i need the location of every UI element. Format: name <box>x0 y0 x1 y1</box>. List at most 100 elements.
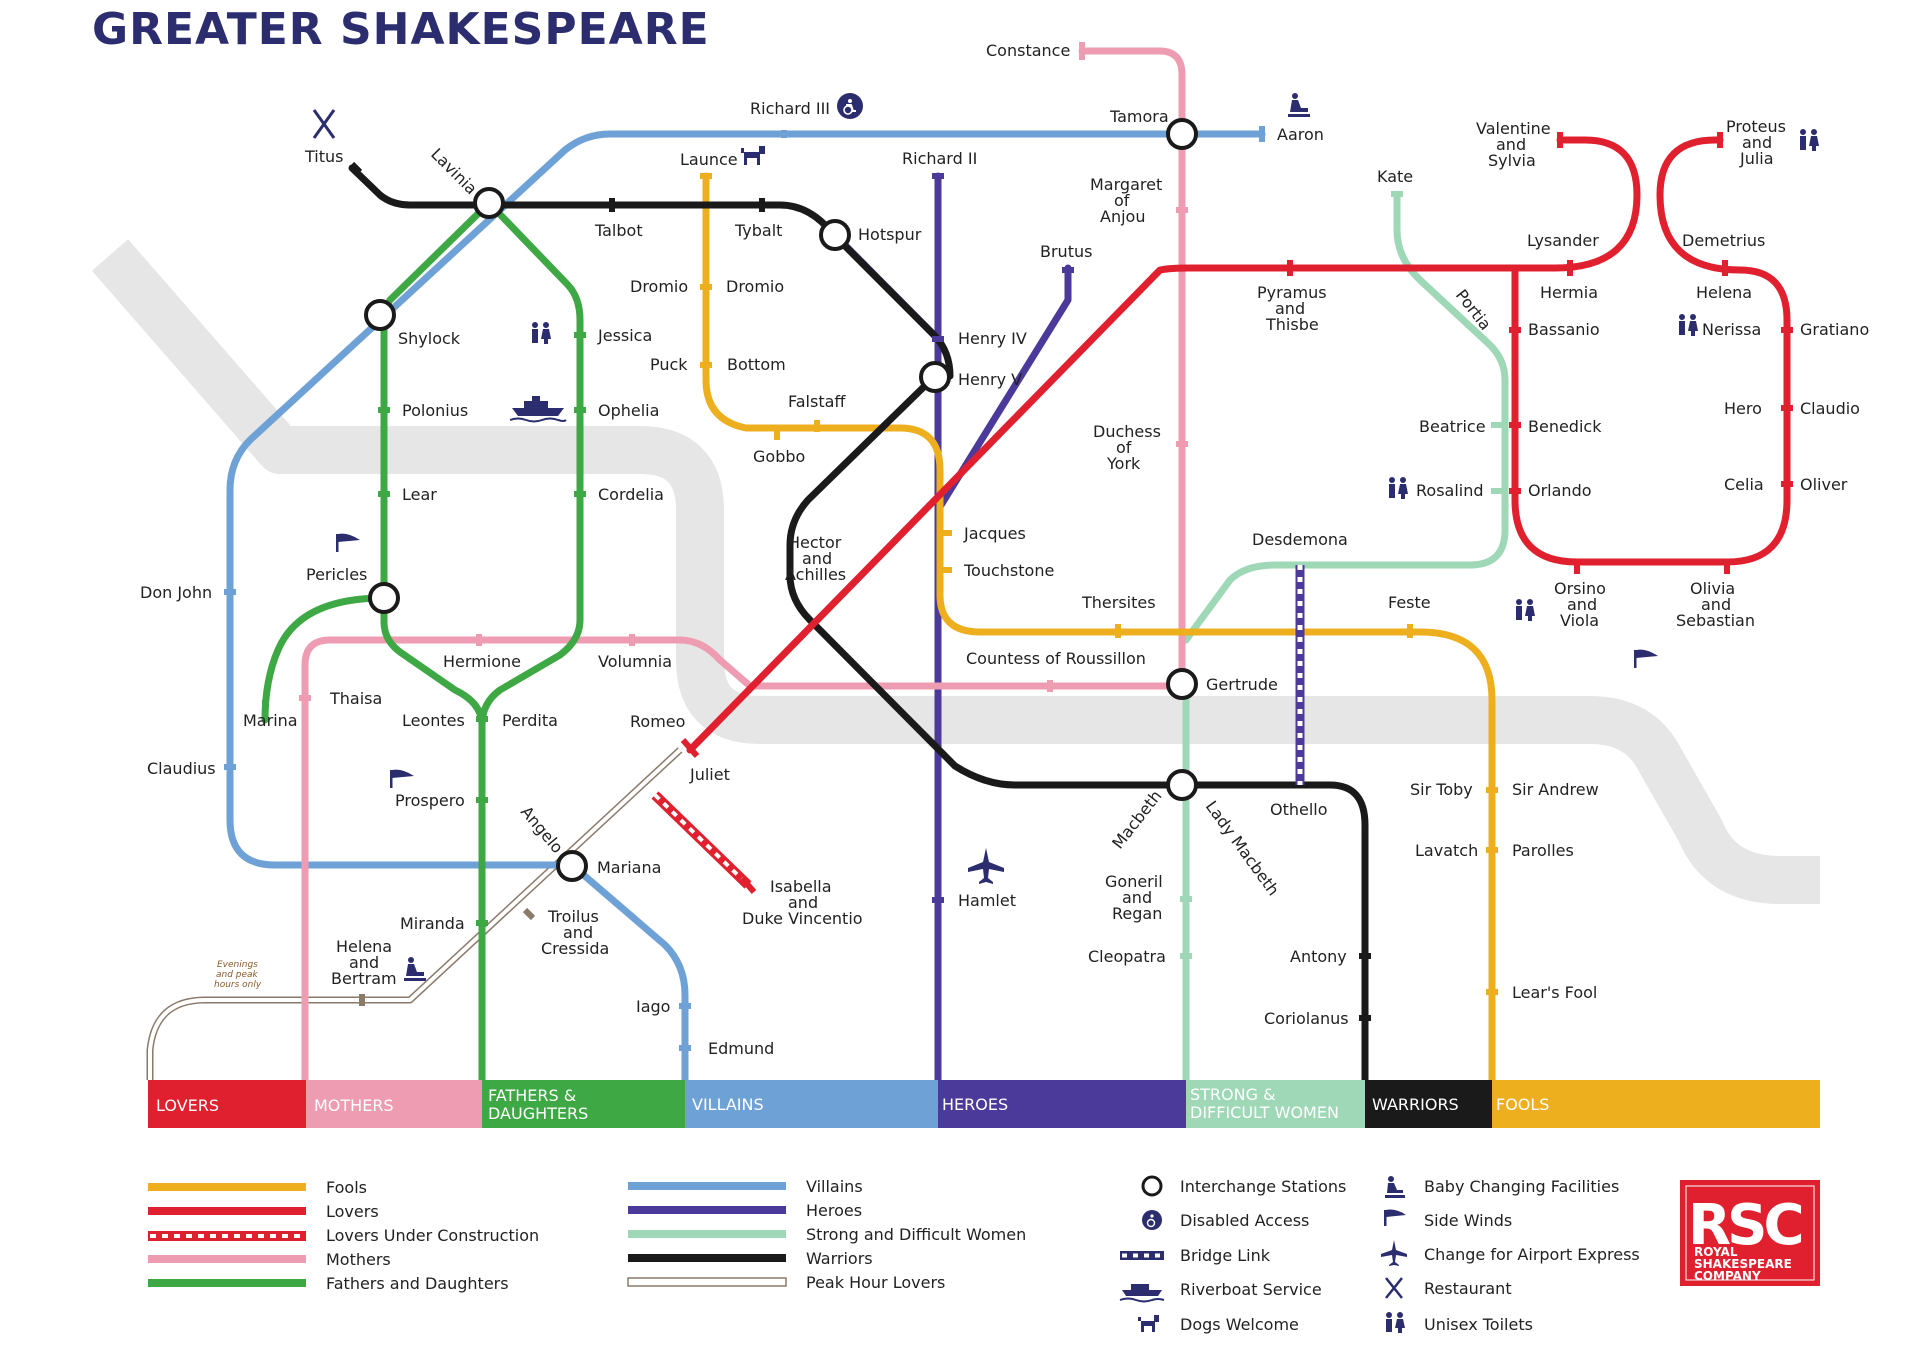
station-desdemona[interactable]: Desdemona <box>1252 530 1348 549</box>
station-nerissa[interactable]: Nerissa <box>1702 320 1761 339</box>
interchange-hotspur[interactable] <box>819 219 851 251</box>
station-leontes[interactable]: Leontes <box>402 711 465 730</box>
station-demetrius[interactable]: Demetrius <box>1682 231 1765 250</box>
station-touchstone[interactable]: Touchstone <box>963 561 1054 580</box>
station-henry-iv[interactable]: Henry IV <box>958 329 1027 348</box>
station-lysander[interactable]: Lysander <box>1527 231 1599 250</box>
station-richard-iii[interactable]: Richard III <box>750 99 830 118</box>
station-don-john[interactable]: Don John <box>140 583 212 602</box>
station-pyramus-1[interactable]: Pyramus <box>1257 283 1327 302</box>
station-antony[interactable]: Antony <box>1290 947 1347 966</box>
station-celia[interactable]: Celia <box>1724 475 1764 494</box>
station-lavinia[interactable]: Lavinia <box>427 144 481 198</box>
station-gratiano[interactable]: Gratiano <box>1800 320 1869 339</box>
station-isabella-3[interactable]: Duke Vincentio <box>742 909 863 928</box>
station-edmund[interactable]: Edmund <box>708 1039 774 1058</box>
station-lear[interactable]: Lear <box>402 485 437 504</box>
station-troilus-2[interactable]: and <box>563 923 593 942</box>
station-margaret-3[interactable]: Anjou <box>1100 207 1145 226</box>
station-rosalind[interactable]: Rosalind <box>1416 481 1484 500</box>
station-duchess-2[interactable]: of <box>1116 438 1132 457</box>
station-hermia[interactable]: Hermia <box>1540 283 1598 302</box>
station-goneril-3[interactable]: Regan <box>1112 904 1162 923</box>
station-henry-v[interactable]: Henry V <box>958 370 1022 389</box>
station-sir-toby[interactable]: Sir Toby <box>1410 780 1473 799</box>
station-bassanio[interactable]: Bassanio <box>1528 320 1600 339</box>
station-olivia-3[interactable]: Sebastian <box>1676 611 1755 630</box>
station-proteus-3[interactable]: Julia <box>1739 149 1774 168</box>
station-iago[interactable]: Iago <box>636 997 670 1016</box>
station-launce[interactable]: Launce <box>680 150 738 169</box>
station-helena[interactable]: Helena <box>1696 283 1752 302</box>
station-tamora[interactable]: Tamora <box>1109 107 1169 126</box>
station-bottom[interactable]: Bottom <box>727 355 786 374</box>
station-goneril-2[interactable]: and <box>1122 888 1152 907</box>
station-titus[interactable]: Titus <box>304 147 343 166</box>
station-orsino-2[interactable]: and <box>1567 595 1597 614</box>
station-hotspur[interactable]: Hotspur <box>858 225 922 244</box>
station-margaret-2[interactable]: of <box>1114 191 1130 210</box>
station-orlando[interactable]: Orlando <box>1528 481 1592 500</box>
station-pyramus-2[interactable]: and <box>1275 299 1305 318</box>
station-cleopatra[interactable]: Cleopatra <box>1088 947 1166 966</box>
station-tybalt[interactable]: Tybalt <box>734 221 782 240</box>
interchange-shylock[interactable] <box>364 299 396 331</box>
station-claudio[interactable]: Claudio <box>1800 399 1860 418</box>
interchange-lavinia[interactable] <box>473 187 505 219</box>
station-puck[interactable]: Puck <box>650 355 688 374</box>
station-claudius[interactable]: Claudius <box>147 759 216 778</box>
station-dromio-1[interactable]: Dromio <box>630 277 688 296</box>
station-macbeth[interactable]: Macbeth <box>1108 787 1165 853</box>
station-dromio-2[interactable]: Dromio <box>726 277 784 296</box>
station-helena-bertram-1[interactable]: Helena <box>336 937 392 956</box>
station-talbot[interactable]: Talbot <box>594 221 643 240</box>
station-hamlet[interactable]: Hamlet <box>958 891 1016 910</box>
station-isabella-2[interactable]: and <box>788 893 818 912</box>
station-olivia-2[interactable]: and <box>1701 595 1731 614</box>
station-polonius[interactable]: Polonius <box>402 401 468 420</box>
station-hermione[interactable]: Hermione <box>443 652 521 671</box>
station-helena-bertram-3[interactable]: Bertram <box>331 969 397 988</box>
station-hero[interactable]: Hero <box>1724 399 1762 418</box>
station-valentine-1[interactable]: Valentine <box>1476 119 1551 138</box>
station-isabella-1[interactable]: Isabella <box>770 877 832 896</box>
station-olivia-1[interactable]: Olivia <box>1690 579 1735 598</box>
station-ophelia[interactable]: Ophelia <box>598 401 659 420</box>
station-benedick[interactable]: Benedick <box>1528 417 1602 436</box>
station-pericles[interactable]: Pericles <box>306 565 367 584</box>
station-gertrude[interactable]: Gertrude <box>1206 675 1278 694</box>
station-hector-3[interactable]: Achilles <box>785 565 846 584</box>
station-miranda[interactable]: Miranda <box>400 914 465 933</box>
station-orsino-3[interactable]: Viola <box>1560 611 1599 630</box>
station-cordelia[interactable]: Cordelia <box>598 485 664 504</box>
station-volumnia[interactable]: Volumnia <box>598 652 672 671</box>
station-othello[interactable]: Othello <box>1270 800 1328 819</box>
station-perdita[interactable]: Perdita <box>502 711 558 730</box>
station-hector-2[interactable]: and <box>802 549 832 568</box>
station-troilus-3[interactable]: Cressida <box>541 939 609 958</box>
station-duchess-3[interactable]: York <box>1106 454 1141 473</box>
station-valentine-3[interactable]: Sylvia <box>1488 151 1536 170</box>
station-proteus-2[interactable]: and <box>1742 133 1772 152</box>
station-lavatch[interactable]: Lavatch <box>1415 841 1478 860</box>
station-oliver[interactable]: Oliver <box>1800 475 1848 494</box>
station-countess[interactable]: Countess of Roussillon <box>966 649 1146 668</box>
station-gobbo[interactable]: Gobbo <box>753 447 805 466</box>
station-margaret-1[interactable]: Margaret <box>1090 175 1162 194</box>
station-goneril-1[interactable]: Goneril <box>1105 872 1163 891</box>
station-parolles[interactable]: Parolles <box>1512 841 1574 860</box>
station-orsino-1[interactable]: Orsino <box>1554 579 1606 598</box>
station-romeo[interactable]: Romeo <box>630 712 685 731</box>
interchange-tamora[interactable] <box>1166 118 1198 150</box>
station-juliet[interactable]: Juliet <box>689 765 730 784</box>
station-constance[interactable]: Constance <box>986 41 1070 60</box>
station-beatrice[interactable]: Beatrice <box>1419 417 1486 436</box>
interchange-macbeth[interactable] <box>1166 769 1198 801</box>
station-jessica[interactable]: Jessica <box>597 326 652 345</box>
station-jacques[interactable]: Jacques <box>963 524 1026 543</box>
interchange-mariana[interactable] <box>556 850 588 882</box>
station-kate[interactable]: Kate <box>1377 167 1413 186</box>
station-pyramus-3[interactable]: Thisbe <box>1265 315 1319 334</box>
station-proteus-1[interactable]: Proteus <box>1726 117 1786 136</box>
station-thersites[interactable]: Thersites <box>1081 593 1156 612</box>
